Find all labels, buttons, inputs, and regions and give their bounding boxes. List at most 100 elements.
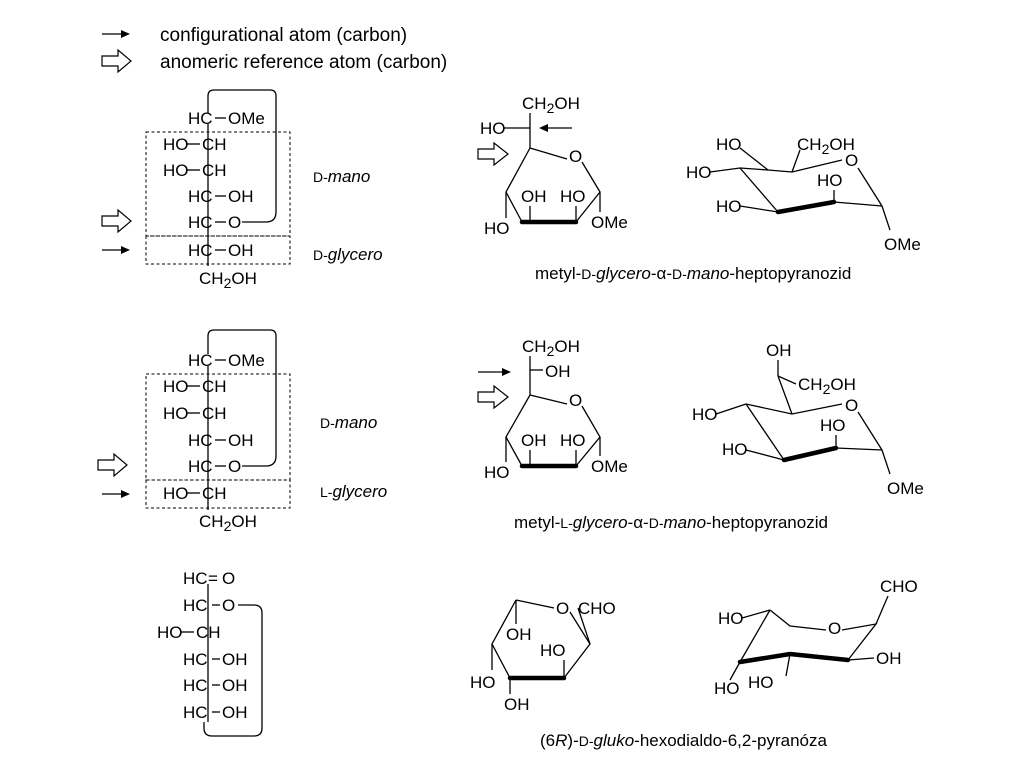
- fischer-projection-1: HC OMe HO CH HO CH HC OH HC O HC OH CH2O…: [101, 89, 383, 291]
- atom-label: HO: [484, 219, 510, 238]
- caption-second-compound: metyl-L-glycero-α-D-mano-heptopyranozid: [514, 513, 828, 532]
- atom-label: HO: [716, 197, 742, 216]
- legend-configurational-atom: configurational atom (carbon): [160, 25, 407, 46]
- atom-label: OH: [506, 625, 532, 644]
- atom-label: HO: [716, 135, 742, 154]
- atom-label: OMe: [228, 109, 265, 128]
- descriptor-l-glycero: L-glycero: [320, 482, 387, 501]
- atom-label: O: [569, 147, 582, 166]
- atom-label: =: [208, 569, 218, 588]
- atom-label: HO: [560, 431, 586, 450]
- hollow-arrow-icon: [477, 384, 509, 410]
- atom-label: HC: [188, 241, 213, 260]
- atom-label: HO: [484, 463, 510, 482]
- atom-label: CHO: [880, 577, 918, 596]
- atom-label: HO: [163, 377, 189, 396]
- atom-label: OH: [521, 431, 547, 450]
- chair-structure-2: OH CH2OH O HO HO HO OMe: [692, 341, 924, 498]
- atom-label: O: [828, 619, 841, 638]
- atom-label: HO: [817, 171, 843, 190]
- atom-label: O: [569, 391, 582, 410]
- atom-label: HC: [183, 569, 208, 588]
- atom-label: OH: [228, 187, 254, 206]
- atom-label: HC: [183, 650, 208, 669]
- atom-label: HC: [188, 351, 213, 370]
- atom-label: HO: [163, 404, 189, 423]
- atom-label: OH: [504, 695, 530, 714]
- thin-arrow-icon: [102, 490, 130, 498]
- atom-label: OH: [766, 341, 792, 360]
- atom-label: OH: [545, 362, 571, 381]
- atom-label: O: [556, 599, 569, 618]
- atom-label: HC: [188, 457, 213, 476]
- atom-label: OMe: [884, 235, 921, 254]
- descriptor-d-mano: D-mano: [320, 413, 377, 432]
- atom-label: OH: [228, 241, 254, 260]
- atom-label: OH: [222, 703, 248, 722]
- thin-arrow-icon: [539, 124, 572, 132]
- hollow-arrow-icon: [97, 452, 128, 478]
- glycero-region-box: [145, 235, 291, 265]
- atom-label: CH: [202, 135, 227, 154]
- atom-label: HC: [188, 109, 213, 128]
- atom-label: HO: [820, 416, 846, 435]
- atom-label: CH: [202, 404, 227, 423]
- atom-label: HO: [714, 679, 740, 698]
- atom-label: HO: [470, 673, 496, 692]
- atom-label: HC: [183, 676, 208, 695]
- atom-label: HO: [718, 609, 744, 628]
- atom-label: OH: [521, 187, 547, 206]
- atom-label: HC: [183, 703, 208, 722]
- atom-label: OMe: [591, 457, 628, 476]
- atom-label: HO: [692, 405, 718, 424]
- fischer-projection-3: HC = O HC O HO CH HC OH HC OH HC OH: [157, 569, 263, 737]
- atom-label: CH: [202, 484, 227, 503]
- descriptor-d-mano: D-mano: [313, 167, 370, 186]
- haworth-structure-3: O CHO OH HO HO OH: [470, 599, 616, 714]
- caption-first-compound: metyl-D-glycero-α-D-mano-heptopyranozid: [535, 264, 851, 283]
- hollow-arrow-icon: [101, 48, 132, 74]
- atom-label: HC: [188, 431, 213, 450]
- hollow-arrow-icon: [101, 208, 132, 234]
- glycero-region-box: [145, 479, 291, 509]
- atom-label: OH: [222, 676, 248, 695]
- atom-label: CH2OH: [522, 94, 580, 116]
- atom-label: CHO: [578, 599, 616, 618]
- atom-label: HO: [722, 440, 748, 459]
- atom-label: CH: [196, 623, 221, 642]
- atom-label: CH2OH: [798, 375, 856, 397]
- chair-structure-1: HO CH2OH O HO HO HO OMe: [686, 135, 921, 254]
- atom-label: HO: [163, 484, 189, 503]
- descriptor-d-glycero: D-glycero: [313, 245, 383, 264]
- thin-arrow-icon: [102, 246, 130, 254]
- atom-label: OMe: [591, 213, 628, 232]
- thin-arrow-icon: [478, 368, 511, 376]
- atom-label: O: [222, 596, 235, 615]
- atom-label: OH: [222, 650, 248, 669]
- atom-label: CH2OH: [199, 269, 257, 291]
- fischer-projection-2: HC OMe HO CH HO CH HC OH HC O HO CH CH2O…: [97, 329, 387, 534]
- atom-label: CH: [202, 161, 227, 180]
- atom-label: HO: [163, 161, 189, 180]
- atom-label: O: [222, 569, 235, 588]
- caption-third-compound: (6R)-D-gluko-hexodialdo-6,2-pyranóza: [540, 731, 827, 750]
- atom-label: HO: [157, 623, 183, 642]
- atom-label: HO: [686, 163, 712, 182]
- atom-label: O: [845, 151, 858, 170]
- atom-label: HO: [560, 187, 586, 206]
- atom-label: OMe: [887, 479, 924, 498]
- atom-label: OH: [228, 431, 254, 450]
- atom-label: O: [845, 396, 858, 415]
- chair-structure-3: CHO HO O OH HO HO: [714, 577, 918, 698]
- atom-label: CH2OH: [199, 512, 257, 534]
- haworth-structure-2: CH2OH OH O OH HO HO OMe: [477, 337, 628, 482]
- atom-label: OH: [876, 649, 902, 668]
- atom-label: CH2OH: [522, 337, 580, 359]
- atom-label: OMe: [228, 351, 265, 370]
- atom-label: HC: [188, 213, 213, 232]
- atom-label: CH2OH: [797, 135, 855, 157]
- haworth-structure-1: CH2OH HO O OH HO HO OMe: [477, 94, 628, 238]
- atom-label: O: [228, 213, 241, 232]
- atom-label: HC: [188, 187, 213, 206]
